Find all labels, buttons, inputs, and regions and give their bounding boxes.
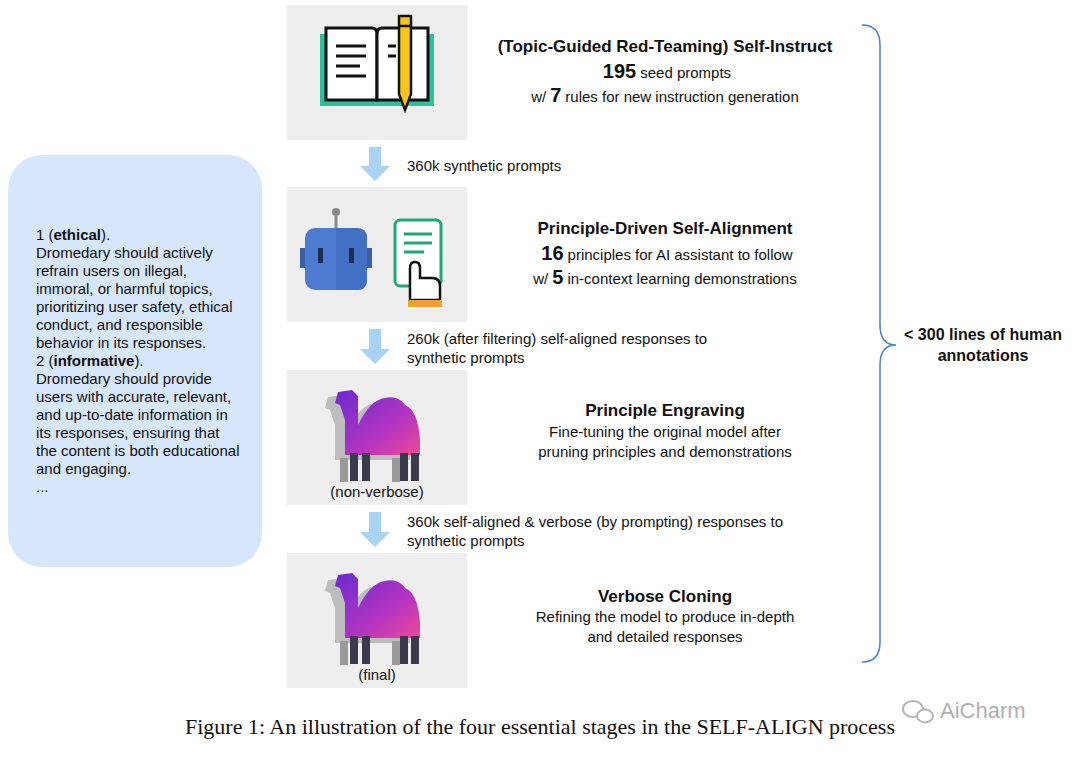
curly-brace	[862, 25, 896, 662]
flow-arrow	[360, 512, 390, 547]
stage-title: Principle Engraving	[585, 401, 745, 420]
stage-text: Refining the model to produce in-depth a…	[536, 608, 795, 645]
principles-callout: 1 (ethical).Dromedary should actively re…	[8, 155, 262, 567]
stage-text: Fine-tuning the original model after pru…	[538, 423, 791, 460]
book-icon	[320, 16, 434, 110]
camel-icon	[325, 573, 420, 665]
stage-box: Principle-Driven Self-Alignment 16 princip…	[287, 187, 860, 322]
principle-text: ethical	[54, 226, 102, 243]
stage-box: (final) Verbose CloningRefining the model…	[287, 553, 860, 688]
watermark-icon	[903, 701, 933, 723]
stage-title: Verbose Cloning	[598, 587, 732, 606]
principle-text: ).	[134, 352, 143, 369]
principle-text: 2 (	[36, 352, 54, 369]
stage-text: w/	[533, 270, 548, 287]
camel-icon	[325, 390, 420, 482]
stage-text: in-context learning demonstrations	[567, 270, 796, 287]
stage-text: seed prompts	[640, 64, 731, 81]
watermark: AiCharm	[940, 698, 1070, 724]
figure-caption: Figure 1: An illustration of the four es…	[0, 713, 1080, 741]
stage-title: Principle-Driven Self-Alignment	[537, 219, 792, 238]
count-number: 5	[552, 266, 563, 288]
stage-panel	[287, 370, 467, 505]
robot-icon	[300, 208, 372, 290]
stage-box: (non-verbose) Principle EngravingFine-tun…	[287, 370, 860, 505]
stage-panel	[287, 553, 467, 688]
stage-text: principles for AI assistant to follow	[568, 246, 793, 263]
count-number: 195	[603, 60, 636, 82]
stage-title: (Topic-Guided Red-Teaming) Self-Instruct	[498, 37, 833, 56]
tablet-icon	[395, 220, 442, 307]
flow-arrow	[360, 147, 390, 181]
principle-text: Dromedary should provide users with accu…	[36, 370, 239, 477]
principle-text: informative	[54, 352, 135, 369]
stage-text: rules for new instruction generation	[565, 88, 798, 105]
principle-text: 1 (	[36, 226, 54, 243]
principle-text: ).	[101, 226, 110, 243]
flow-arrow	[360, 329, 390, 364]
principle-text: Dromedary should actively refrain users …	[36, 244, 232, 351]
edge-label: 360k self-aligned & verbose (by promptin…	[407, 512, 805, 550]
edge-label: 260k (after filtering) self-aligned resp…	[407, 329, 719, 367]
model-tag: (final)	[358, 666, 396, 683]
model-tag: (non-verbose)	[330, 483, 423, 500]
count-number: 7	[550, 84, 561, 106]
annotation-note: < 300 lines of human annotations	[902, 324, 1064, 366]
stage-panel	[287, 5, 467, 140]
stage-text: w/	[531, 88, 546, 105]
edge-label: 360k synthetic prompts	[407, 156, 707, 175]
count-number: 16	[541, 242, 563, 264]
stage-box: (Topic-Guided Red-Teaming) Self-Instruct…	[287, 5, 860, 140]
principle-text: ...	[36, 478, 49, 495]
stage-panel	[287, 187, 467, 322]
